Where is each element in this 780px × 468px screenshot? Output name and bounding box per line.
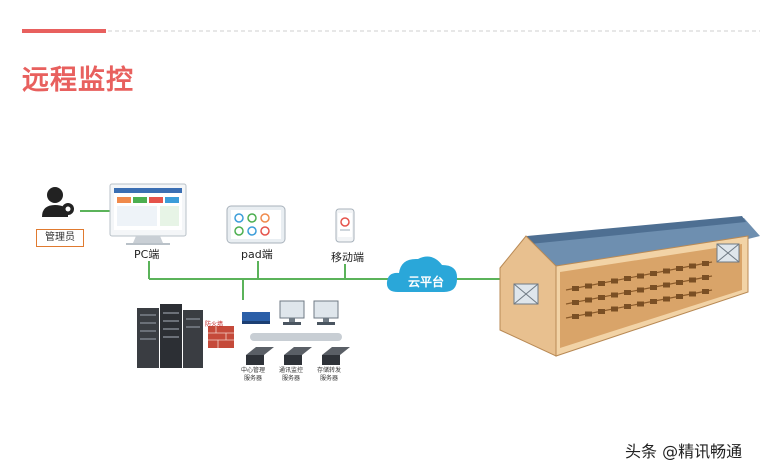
cage-unit xyxy=(676,280,683,285)
network-switch-icon xyxy=(242,312,270,324)
cloud-label: 云平台 xyxy=(408,275,445,289)
cage-unit xyxy=(585,283,592,289)
firewall-label: 防火墙 xyxy=(205,321,224,328)
cage-unit xyxy=(663,268,670,274)
cage-unit xyxy=(572,300,579,305)
server-icon xyxy=(322,347,350,365)
cage-unit xyxy=(650,299,657,304)
cage-unit xyxy=(624,304,631,309)
cage-unit xyxy=(585,297,592,303)
manager-label: 管理员 xyxy=(36,229,84,247)
storage-server-label: 存储转发 服务器 xyxy=(316,367,341,382)
page-title: 远程监控 xyxy=(22,65,134,96)
poultry-house-icon xyxy=(499,216,760,357)
cage-unit xyxy=(572,286,579,291)
cage-unit xyxy=(598,281,605,286)
cage-unit xyxy=(598,309,605,314)
pad-label: pad端 xyxy=(241,248,273,261)
cage-unit xyxy=(676,266,683,271)
server-racks-icon xyxy=(137,304,203,368)
cage-unit xyxy=(572,314,579,319)
pad-device-icon xyxy=(226,205,286,244)
firewall-icon xyxy=(208,326,234,348)
workstation-icon xyxy=(313,300,339,325)
center-server-label: 中心管理 服务器 xyxy=(240,367,265,382)
server-icon xyxy=(284,347,312,365)
cage-unit xyxy=(611,278,618,284)
cage-unit xyxy=(689,277,696,283)
cage-unit xyxy=(598,295,605,300)
cage-unit xyxy=(650,285,657,290)
cage-unit xyxy=(637,273,644,279)
cage-unit xyxy=(689,263,696,269)
cage-unit xyxy=(624,276,631,281)
mobile-label: 移动端 xyxy=(331,251,364,264)
cage-unit xyxy=(702,289,709,294)
mobile-phone-icon xyxy=(335,208,355,243)
cage-unit xyxy=(663,282,670,288)
cage-unit xyxy=(624,290,631,295)
watermark: 头条 @精讯畅通 xyxy=(625,442,743,461)
server-bus xyxy=(250,333,342,341)
cage-unit xyxy=(689,291,696,297)
cage-unit xyxy=(611,306,618,312)
cloud-icon xyxy=(386,256,458,292)
server-icon xyxy=(246,347,274,365)
cage-unit xyxy=(650,271,657,276)
cage-unit xyxy=(611,292,618,298)
pc-label: PC端 xyxy=(134,248,160,261)
cage-unit xyxy=(702,261,709,266)
cage-unit xyxy=(637,301,644,307)
comm-server-label: 通讯监控 服务器 xyxy=(278,367,303,382)
manager-icon xyxy=(42,187,74,217)
network-lines xyxy=(80,210,505,300)
cage-unit xyxy=(637,287,644,293)
cage-unit xyxy=(702,275,709,280)
cage-unit xyxy=(585,311,592,317)
pc-monitor-icon xyxy=(109,183,187,245)
cage-unit xyxy=(676,294,683,299)
workstation-icon xyxy=(279,300,305,325)
cage-unit xyxy=(663,296,670,302)
